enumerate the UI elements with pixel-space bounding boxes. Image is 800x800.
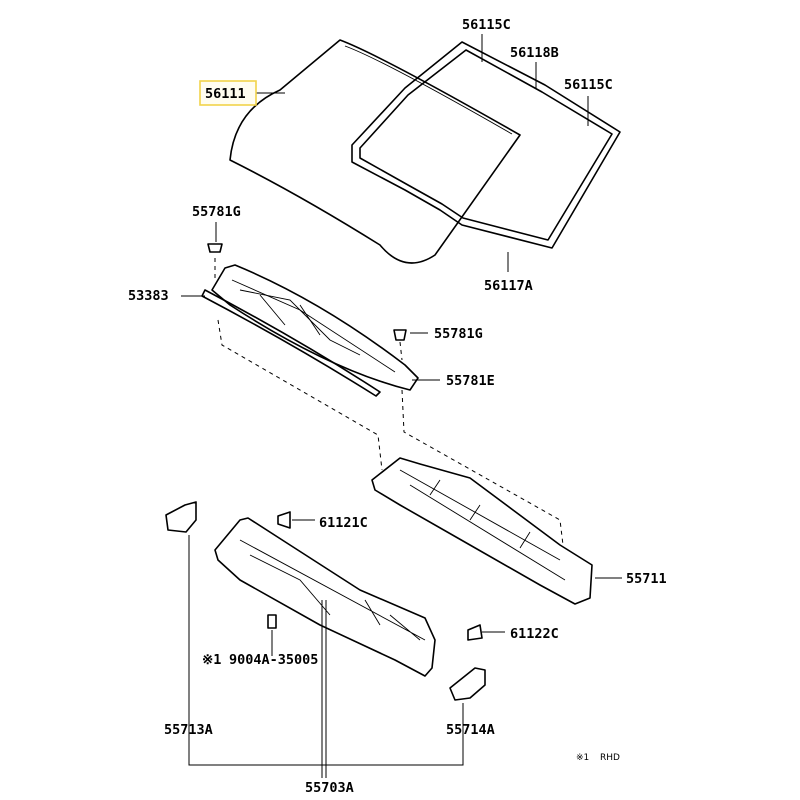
dashed-guide-right bbox=[401, 389, 564, 546]
bracket-61121c[interactable] bbox=[277, 511, 291, 529]
dashed-guide-left bbox=[214, 258, 383, 471]
side-bracket-left[interactable] bbox=[165, 501, 197, 533]
label-56115c-upper[interactable]: 56115C bbox=[462, 17, 511, 33]
legend-text: RHD bbox=[600, 753, 620, 763]
legend-mark: ※1 bbox=[576, 753, 589, 763]
label-55703a[interactable]: 55703A bbox=[305, 780, 354, 796]
label-56115c-right[interactable]: 56115C bbox=[564, 77, 613, 93]
label-55781g-mid[interactable]: 55781G bbox=[434, 326, 483, 342]
label-bolt-mark: ※1 bbox=[202, 652, 221, 668]
dashed-guide-clip bbox=[399, 341, 403, 361]
label-56111[interactable]: 56111 bbox=[205, 86, 246, 102]
label-55781e[interactable]: 55781E bbox=[446, 373, 495, 389]
label-55781g-upper[interactable]: 55781G bbox=[192, 204, 241, 220]
label-56118b[interactable]: 56118B bbox=[510, 45, 559, 61]
cowl-panel-upper[interactable] bbox=[371, 457, 593, 605]
label-61122c[interactable]: 61122C bbox=[510, 626, 559, 642]
cowl-seal[interactable] bbox=[201, 289, 381, 397]
bracket-61122c[interactable] bbox=[467, 624, 483, 641]
windshield-glass[interactable] bbox=[229, 39, 521, 264]
clip-55781g-mid[interactable] bbox=[393, 329, 407, 341]
cowl-top-panel[interactable] bbox=[211, 264, 419, 391]
leader-lines bbox=[181, 34, 622, 778]
windshield-molding-frame[interactable] bbox=[351, 41, 621, 249]
cowl-panel-lower[interactable] bbox=[214, 517, 436, 677]
label-55711[interactable]: 55711 bbox=[626, 571, 667, 587]
label-56117a[interactable]: 56117A bbox=[484, 278, 533, 294]
label-55713a[interactable]: 55713A bbox=[164, 722, 213, 738]
side-bracket-right[interactable] bbox=[449, 667, 486, 701]
label-9004a-35005[interactable]: 9004A-35005 bbox=[229, 652, 318, 668]
selected-part-highlight bbox=[199, 80, 257, 106]
label-53383[interactable]: 53383 bbox=[128, 288, 169, 304]
clip-55781g-upper[interactable] bbox=[207, 243, 223, 253]
bolt-9004a[interactable] bbox=[267, 614, 277, 629]
label-61121c[interactable]: 61121C bbox=[319, 515, 368, 531]
label-55714a[interactable]: 55714A bbox=[446, 722, 495, 738]
